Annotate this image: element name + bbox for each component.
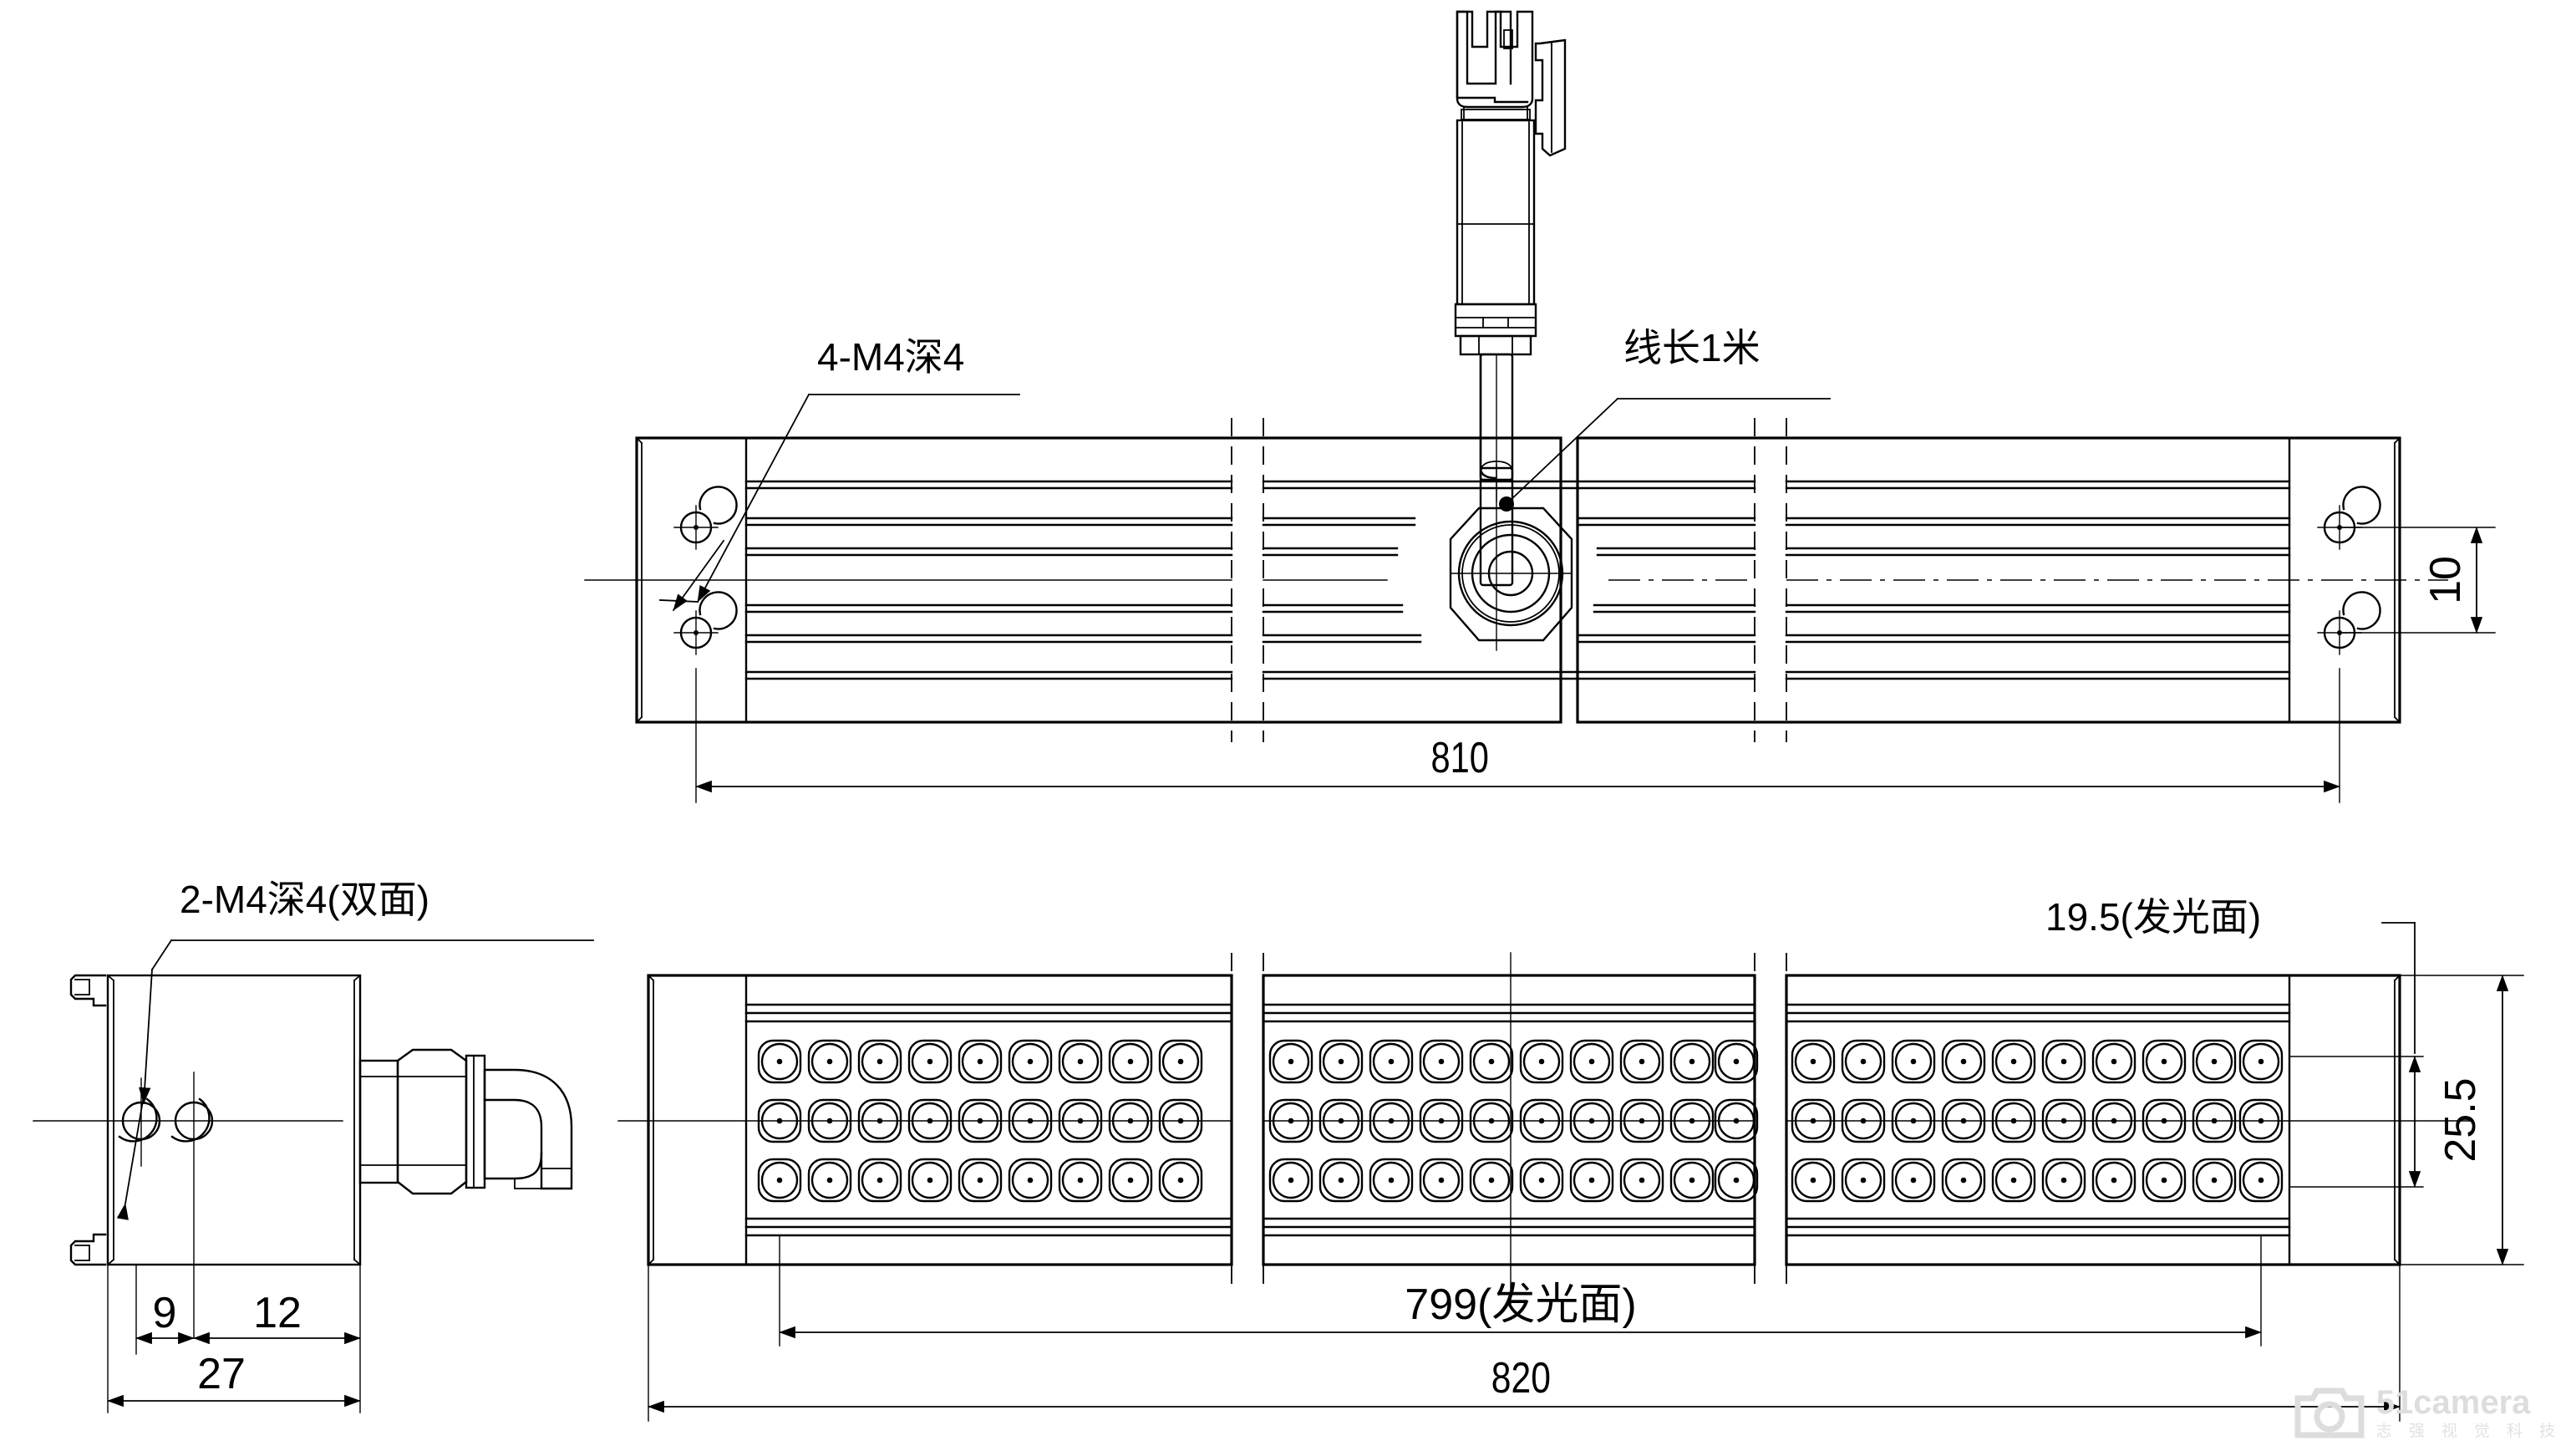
end-hole-c <box>170 1097 214 1143</box>
front-view <box>617 952 2474 1305</box>
dim-10-label: 10 <box>2421 556 2470 604</box>
top-view <box>584 418 2448 742</box>
dim-799-label: 799(发光面) <box>1405 1280 1636 1329</box>
cable-length-callout: 线长1米 <box>1499 326 1831 512</box>
dim-810-label: 810 <box>1430 733 1488 782</box>
top-hole-callout: 4-M4深4 <box>659 335 1020 612</box>
dim-9-label: 9 <box>153 1289 177 1337</box>
dim-group-end-view: 9 12 27 <box>107 1264 361 1408</box>
top-hole-label: 4-M4深4 <box>817 335 964 379</box>
dim-820: 820 <box>648 1264 2401 1422</box>
mount-hole-br <box>2316 591 2381 656</box>
cable-gland-elbow <box>358 1048 573 1195</box>
watermark: 51camera 志 强 视 觉 科 技 <box>2294 1386 2561 1439</box>
dim-255: 25.5 <box>2399 975 2524 1265</box>
emit-width-callout: 19.5(发光面) <box>2045 895 2424 1188</box>
dim-255-label: 25.5 <box>2436 1077 2485 1162</box>
dim-799: 799(发光面) <box>779 1235 2262 1347</box>
cable-length-label: 线长1米 <box>1623 326 1761 369</box>
dim-12-label: 12 <box>253 1289 302 1337</box>
end-view <box>33 974 573 1413</box>
dim-810: 810 <box>695 668 2340 803</box>
emit-width-label: 19.5(发光面) <box>2045 895 2261 939</box>
end-hole-callout: 2-M4深4(双面) <box>116 878 594 1220</box>
watermark-subtitle: 志 强 视 觉 科 技 <box>2375 1422 2561 1440</box>
watermark-brand: 51camera <box>2375 1384 2531 1421</box>
dim-10: 10 <box>2339 527 2496 634</box>
end-hole-label: 2-M4深4(双面) <box>180 878 429 921</box>
camera-logo-icon <box>2294 1387 2365 1438</box>
mount-hole-tl <box>673 486 738 551</box>
dim-27-label: 27 <box>197 1350 246 1398</box>
m12-connector-assembly <box>1454 10 1567 502</box>
mount-hole-tr <box>2316 486 2381 551</box>
cable-gland-top <box>1449 461 1573 651</box>
dim-820-label: 820 <box>1491 1354 1551 1403</box>
